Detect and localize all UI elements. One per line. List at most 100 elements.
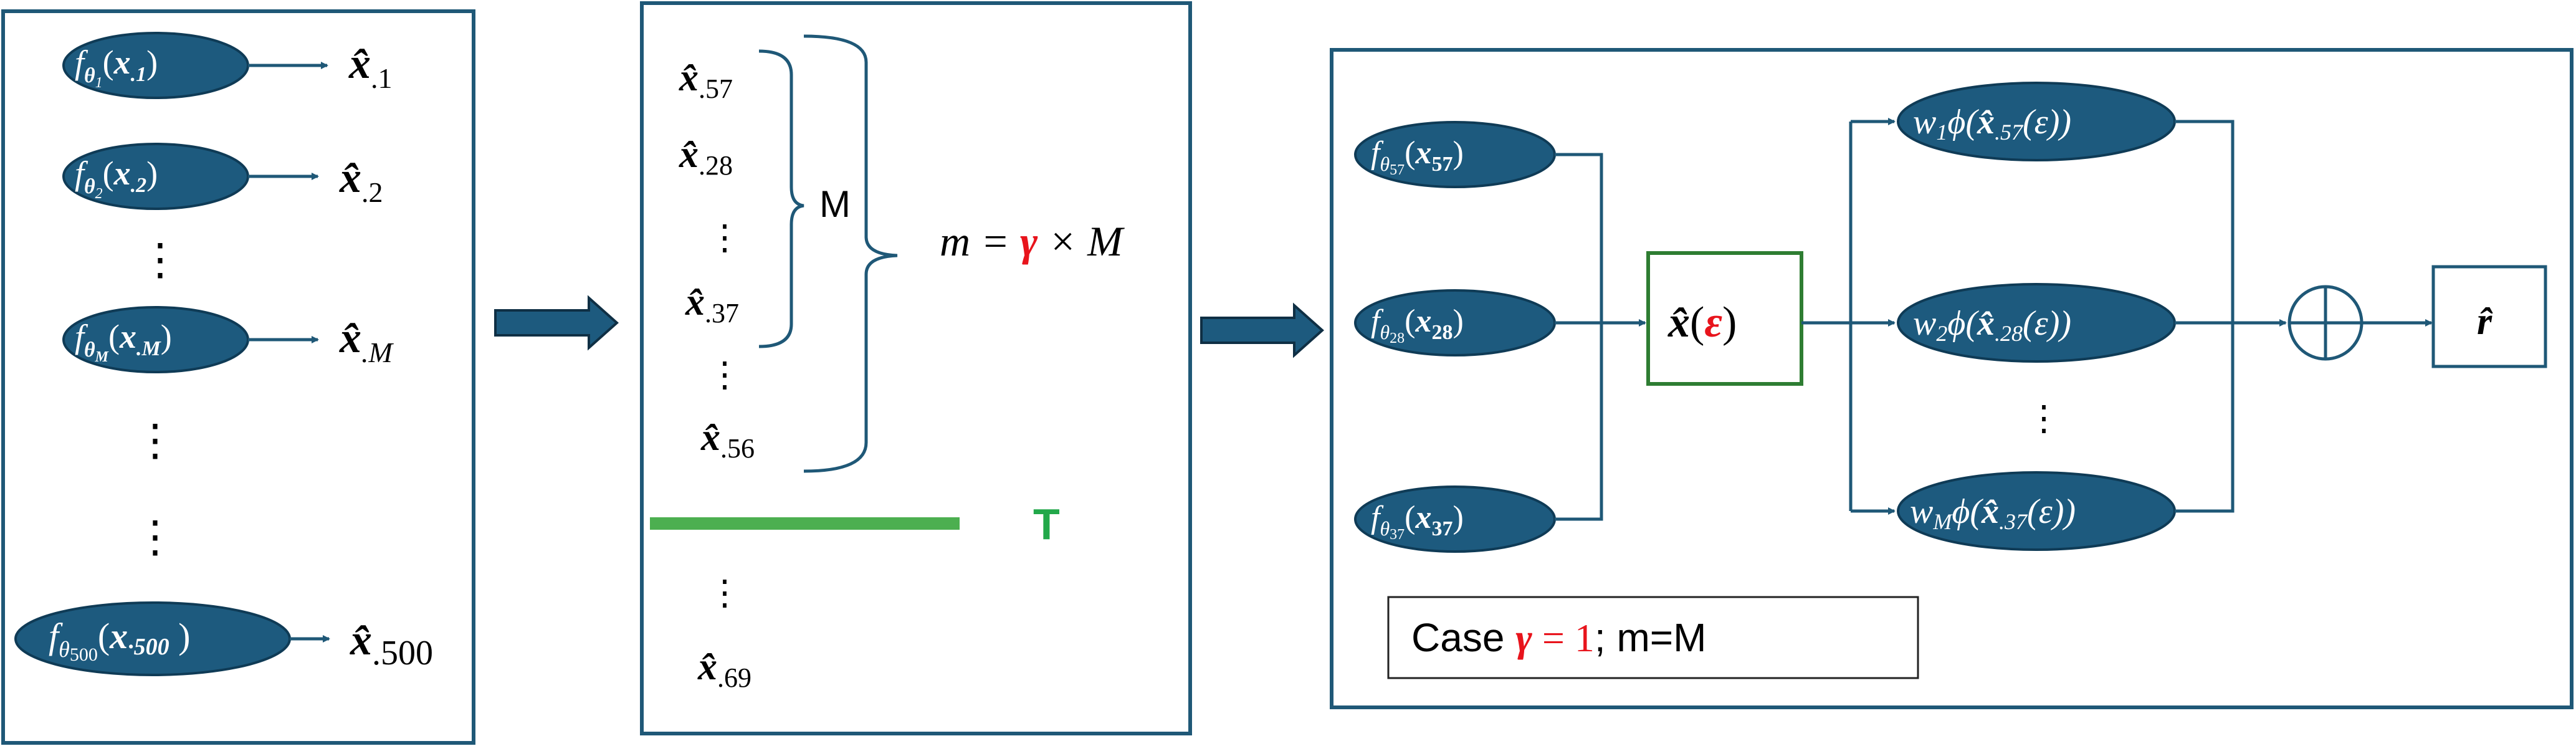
svg-text:x̂.M: x̂.M <box>339 314 394 368</box>
svg-text:x̂.37: x̂.37 <box>685 281 739 328</box>
weighted-node-M: wMϕ(x̂.37(ε)) <box>1897 471 2176 551</box>
caption-post: ; m=M <box>1595 615 1707 660</box>
model-2-x-sub: .2 <box>131 174 147 197</box>
ellipsis-2: ⋮ <box>133 417 177 465</box>
list-item-1-sub: .57 <box>699 74 733 104</box>
model-500-x: x <box>109 616 128 656</box>
flow-arrow-2 <box>1200 302 1325 358</box>
m-formula-rhs: × M <box>1038 218 1125 265</box>
output-500-sub: .500 <box>372 634 433 672</box>
connector-37 <box>1555 323 1603 521</box>
svg-text:x̂.1: x̂.1 <box>348 40 393 94</box>
weighted-2-sub: 2 <box>1936 321 1947 346</box>
output-1-sub: .1 <box>371 62 393 94</box>
svg-text:x̂(ε): x̂(ε) <box>1667 299 1737 347</box>
model-2-theta: θ <box>84 175 95 198</box>
input-28-x-sub: 28 <box>1432 321 1453 344</box>
input-node-28: fθ28(x28) <box>1354 289 1556 356</box>
svg-text:x̂.56: x̂.56 <box>700 416 755 464</box>
list-item-3-sub: .37 <box>705 298 739 328</box>
flow-arrow-1 <box>494 295 619 351</box>
model-2-theta-sub: 2 <box>95 186 103 202</box>
weighted-2-xsub: .28 <box>1995 321 2023 346</box>
svg-text:w1ϕ(x̂.57(ε)): w1ϕ(x̂.57(ε)) <box>1913 103 2071 145</box>
brace-M <box>758 49 804 348</box>
ellipsis-3: ⋮ <box>133 514 177 562</box>
model-node-500: fθ500(x·500 ) <box>14 601 291 676</box>
list-item-1-label: x̂ <box>679 57 699 99</box>
connector-57 <box>1555 153 1603 323</box>
model-1-x: x <box>113 44 131 81</box>
svg-text:wMϕ(x̂.37(ε)): wMϕ(x̂.37(ε)) <box>1910 492 2076 534</box>
svg-text:x̂.57: x̂.57 <box>679 57 733 104</box>
model-M-x: x <box>119 318 136 355</box>
svg-text:x̂.69: x̂.69 <box>697 646 751 693</box>
svg-text:fθ57(x57): fθ57(x57) <box>1371 135 1464 178</box>
output-2-sub: .2 <box>361 176 383 208</box>
model-500-x-sub: ·500 <box>128 634 169 660</box>
label-M: M <box>819 183 851 225</box>
output-M-sub: .M <box>361 337 394 368</box>
input-37-x-sub: 37 <box>1432 517 1453 540</box>
list-item-2-label: x̂ <box>679 133 699 176</box>
model-M-theta: θ <box>84 338 95 361</box>
weighted-1-xsub: .57 <box>1995 120 2024 145</box>
list-ellipsis-3: ⋮ <box>707 574 742 613</box>
model-1-x-sub: .1 <box>131 63 147 86</box>
center-box <box>1646 251 1803 386</box>
list-ellipsis-1: ⋮ <box>707 219 742 257</box>
list-item-2-sub: .28 <box>699 150 733 181</box>
panel-3-frame <box>1330 48 2574 709</box>
m-formula-gamma: γ <box>1020 218 1038 265</box>
output-2-label: x̂ <box>339 154 361 202</box>
weighted-M-xsub: .37 <box>1999 509 2028 534</box>
output-label: r̂ <box>2477 300 2493 343</box>
m-formula-lhs: m = <box>940 218 1020 265</box>
input-node-57: fθ57(x57) <box>1354 121 1556 188</box>
input-node-37: fθ37(x37) <box>1354 485 1556 553</box>
sum-icon <box>2287 285 2364 361</box>
svg-text:fθ28(x28): fθ28(x28) <box>1371 304 1464 347</box>
list-ellipsis-2: ⋮ <box>707 356 742 395</box>
weighted-node-2: w2ϕ(x̂.28(ε)) <box>1897 283 2176 363</box>
caption-eq: = 1 <box>1532 616 1595 660</box>
weighted-ellipsis: ⋮ <box>2026 399 2061 438</box>
list-item-4-sub: .56 <box>720 433 755 464</box>
label-T: T <box>1033 500 1060 548</box>
center-eps: ε <box>1704 299 1722 347</box>
output-M-label: x̂ <box>339 314 361 362</box>
model-node-M: fθM(x.M) <box>62 306 249 373</box>
ellipsis-1: ⋮ <box>138 236 182 284</box>
caption-gamma: γ <box>1515 616 1532 660</box>
list-item-5-label: x̂ <box>697 646 717 688</box>
svg-text:Case γ = 1; m=M: Case γ = 1; m=M <box>1411 615 1706 660</box>
model-node-2: fθ2(x.2) <box>62 143 249 210</box>
fan-in-1 <box>2175 120 2235 323</box>
weighted-M-sub: M <box>1932 509 1953 534</box>
output-500-label: x̂ <box>350 616 372 664</box>
model-2-x: x <box>113 155 131 192</box>
svg-text:fθ500(x·500 ): fθ500(x·500 ) <box>49 616 190 665</box>
list-item-4-label: x̂ <box>700 416 720 459</box>
model-1-theta: θ <box>84 64 95 87</box>
svg-text:x̂.500: x̂.500 <box>350 616 433 672</box>
output-1-label: x̂ <box>348 40 371 88</box>
list-item-5-sub: .69 <box>717 662 751 693</box>
list-item-3-label: x̂ <box>685 281 705 323</box>
svg-text:fθ2(x.2): fθ2(x.2) <box>75 155 158 202</box>
input-57-theta-sub: 57 <box>1390 162 1405 178</box>
model-500-theta-sub: 500 <box>70 644 98 665</box>
input-37-theta-sub: 37 <box>1390 527 1405 543</box>
svg-text:w2ϕ(x̂.28(ε)): w2ϕ(x̂.28(ε)) <box>1913 304 2071 346</box>
center-xhat: x̂ <box>1667 299 1690 347</box>
model-M-theta-sub: M <box>95 349 110 365</box>
caption-box <box>1387 596 1919 679</box>
model-node-1: fθ1(x.1) <box>62 32 249 99</box>
panel-2-frame <box>640 1 1192 735</box>
brace-m <box>803 34 898 473</box>
caption-pre: Case <box>1411 615 1515 660</box>
model-M-x-sub: .M <box>136 337 162 360</box>
fan-in-3 <box>2175 323 2235 513</box>
svg-text:x̂.2: x̂.2 <box>339 154 383 208</box>
